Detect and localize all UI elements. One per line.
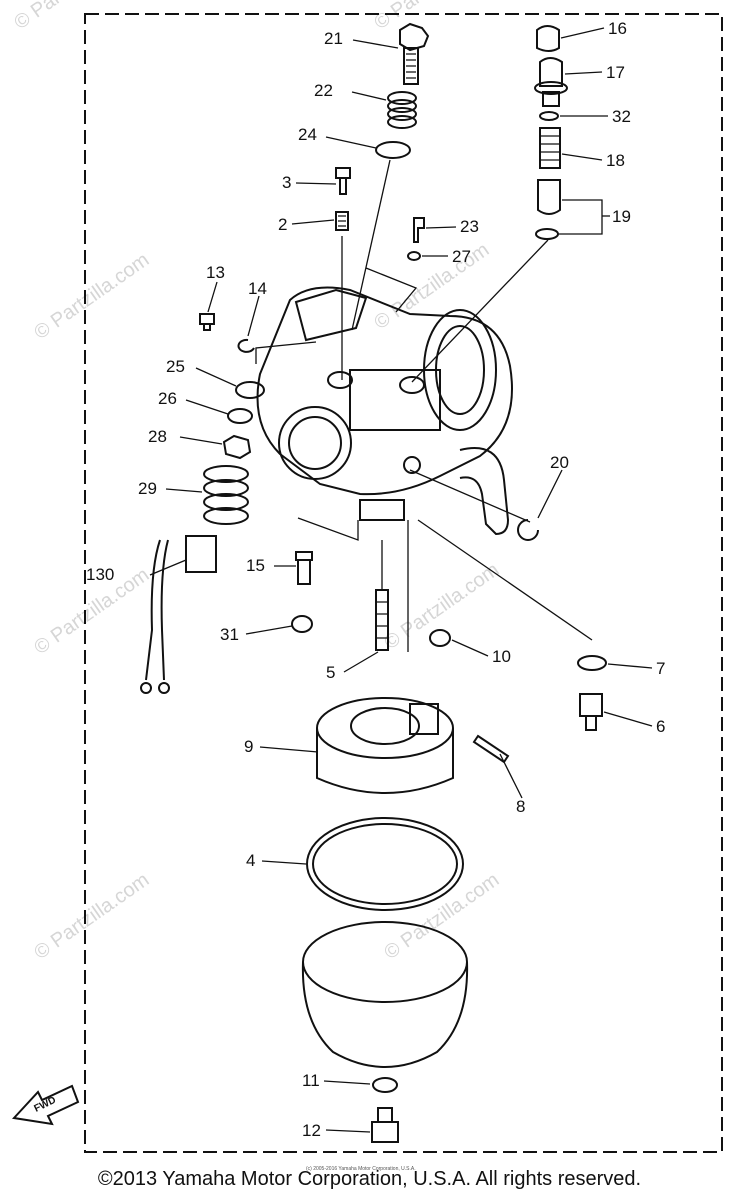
part-32-oring bbox=[539, 111, 559, 121]
callout-26: 26 bbox=[158, 389, 177, 408]
watermark: © Partzilla.com bbox=[380, 869, 503, 964]
callout-4: 4 bbox=[246, 851, 255, 870]
callout-27: 27 bbox=[452, 247, 471, 266]
watermark: © Partzilla.com bbox=[10, 0, 133, 34]
callout-13: 13 bbox=[206, 263, 225, 282]
part-12-drain-screw bbox=[371, 1107, 399, 1143]
callout-32: 32 bbox=[612, 107, 631, 126]
part-29-spring bbox=[203, 465, 249, 525]
part-27-washer bbox=[407, 251, 421, 261]
callout-31: 31 bbox=[220, 625, 239, 644]
part-11-washer bbox=[372, 1077, 398, 1093]
part-24-washer bbox=[375, 141, 411, 159]
callout-labels: 21 22 24 3 2 23 27 16 17 32 18 19 13 14 … bbox=[86, 19, 665, 1140]
small-print: (c) 2005-2016 Yamaha Motor Corporation, … bbox=[306, 1166, 416, 1172]
part-28-nut bbox=[222, 434, 252, 460]
part-6-plug bbox=[579, 693, 603, 731]
part-16-cap bbox=[536, 25, 560, 52]
watermark: © Partzilla.com bbox=[370, 0, 493, 34]
part-20-clip bbox=[517, 519, 539, 541]
diagram-frame bbox=[84, 13, 723, 1153]
callout-7: 7 bbox=[656, 659, 665, 678]
watermark: © Partzilla.com bbox=[380, 559, 503, 654]
callout-6: 6 bbox=[656, 717, 665, 736]
callout-16: 16 bbox=[608, 19, 627, 38]
callout-28: 28 bbox=[148, 427, 167, 446]
callout-25: 25 bbox=[166, 357, 185, 376]
callout-9: 9 bbox=[244, 737, 253, 756]
callout-3: 3 bbox=[282, 173, 291, 192]
watermark: © Partzilla.com bbox=[30, 869, 153, 964]
part-26-washer bbox=[227, 408, 253, 424]
fwd-arrow-icon: FWD bbox=[11, 1084, 80, 1126]
copyright-notice: ©2013 Yamaha Motor Corporation, U.S.A. A… bbox=[97, 1168, 642, 1190]
carburetor-body bbox=[256, 286, 513, 536]
callout-19: 19 bbox=[612, 207, 631, 226]
part-21-screw bbox=[399, 22, 430, 85]
callout-21: 21 bbox=[324, 29, 343, 48]
callout-17: 17 bbox=[606, 63, 625, 82]
part-19-jet bbox=[535, 179, 561, 240]
part-4-gasket bbox=[306, 817, 464, 911]
part-18-spring bbox=[539, 127, 561, 169]
callout-18: 18 bbox=[606, 151, 625, 170]
part-8-pin bbox=[472, 734, 510, 764]
callout-8: 8 bbox=[516, 797, 525, 816]
callout-2: 2 bbox=[278, 215, 287, 234]
part-14-clip bbox=[237, 338, 255, 353]
callout-130: 130 bbox=[86, 565, 114, 584]
part-9-float bbox=[316, 697, 454, 794]
callout-10: 10 bbox=[492, 647, 511, 666]
part-15-screw bbox=[295, 551, 313, 585]
part-17-valve bbox=[534, 57, 568, 107]
callout-5: 5 bbox=[326, 663, 335, 682]
callout-14: 14 bbox=[248, 279, 267, 298]
part-13-screw bbox=[199, 313, 215, 331]
part-2-needle bbox=[335, 211, 349, 231]
callout-20: 20 bbox=[550, 453, 569, 472]
callout-29: 29 bbox=[138, 479, 157, 498]
watermark: © Partzilla.com bbox=[30, 249, 153, 344]
part-10-jet bbox=[429, 629, 451, 647]
part-130-heater-lead bbox=[140, 535, 217, 694]
callout-22: 22 bbox=[314, 81, 333, 100]
part-23-screw bbox=[413, 217, 425, 243]
callout-12: 12 bbox=[302, 1121, 321, 1140]
part-31-cap bbox=[291, 615, 313, 633]
part-3-screw bbox=[335, 167, 351, 195]
float-bowl bbox=[301, 921, 469, 1068]
callout-23: 23 bbox=[460, 217, 479, 236]
callout-15: 15 bbox=[246, 556, 265, 575]
callout-11: 11 bbox=[302, 1071, 320, 1090]
part-7-washer bbox=[577, 655, 607, 671]
part-22-spring bbox=[387, 91, 417, 129]
callout-24: 24 bbox=[298, 125, 317, 144]
part-25-washer bbox=[235, 381, 265, 399]
leader-lines bbox=[149, 27, 653, 1133]
